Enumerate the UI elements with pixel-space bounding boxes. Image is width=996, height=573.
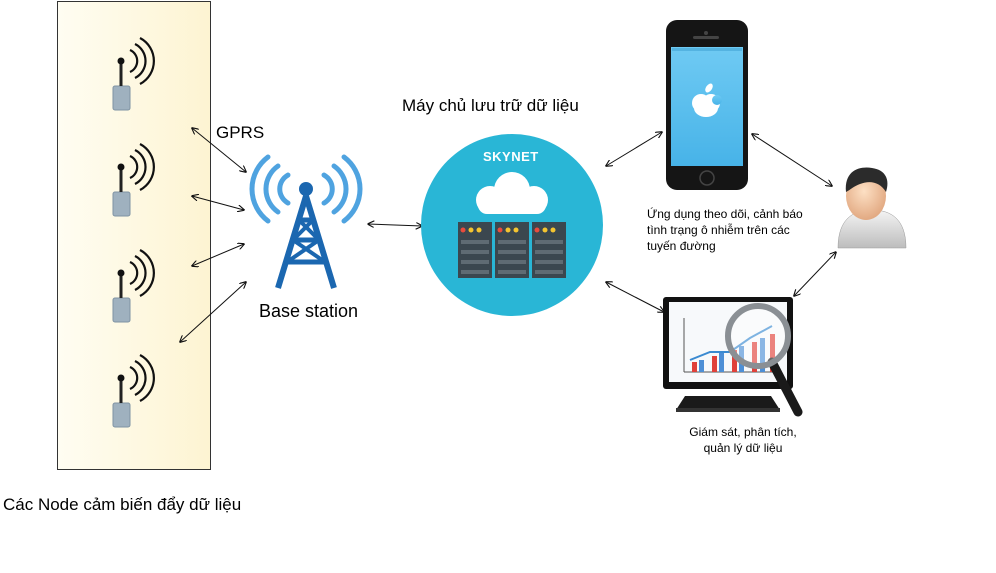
sensor-node-icon (111, 248, 156, 324)
skynet-label: SKYNET (483, 149, 539, 164)
magnifier-icon (725, 303, 803, 417)
server-title: Máy chủ lưu trữ dữ liệu (402, 96, 579, 115)
apple-logo-icon (692, 83, 722, 117)
user-phone-arrow (752, 134, 832, 186)
user-monitor-arrow (794, 252, 836, 296)
gprs-link-arrow (192, 128, 246, 172)
sensor-node-icon (111, 142, 156, 218)
gprs-link-arrow (192, 244, 244, 266)
cloud-server-icon (421, 134, 603, 316)
phone-link-arrow (606, 132, 662, 166)
sensor-node-panel (57, 1, 211, 470)
phone-caption-line: tình trạng ô nhiễm trên các (647, 223, 790, 237)
phone-caption-line: tuyến đường (647, 239, 716, 253)
sensor-node-icon (111, 353, 156, 429)
cell-tower-icon (249, 154, 363, 289)
sensor-node-icon (111, 36, 156, 112)
monitor-caption-line: quản lý dữ liệu (703, 441, 783, 455)
monitor-caption: Giám sát, phân tích, quản lý dữ liệu (668, 424, 818, 456)
server-link-arrow (368, 224, 422, 226)
base-station-label: Base station (259, 301, 359, 321)
phone-caption: Ứng dụng theo dõi, cảnh báo tình trạng ô… (647, 206, 803, 254)
gprs-link-arrow (180, 282, 246, 342)
monitor-caption-line: Giám sát, phân tích, (689, 425, 797, 439)
user-avatar-icon (837, 167, 907, 249)
monitor-link-arrow (606, 282, 664, 312)
phone-caption-line: Ứng dụng theo dõi, cảnh báo (647, 207, 803, 221)
gprs-label: GPRS (216, 123, 265, 142)
gprs-link-arrow (192, 196, 244, 210)
nodes-caption: Các Node cảm biến đẩy dữ liệu (3, 495, 242, 514)
